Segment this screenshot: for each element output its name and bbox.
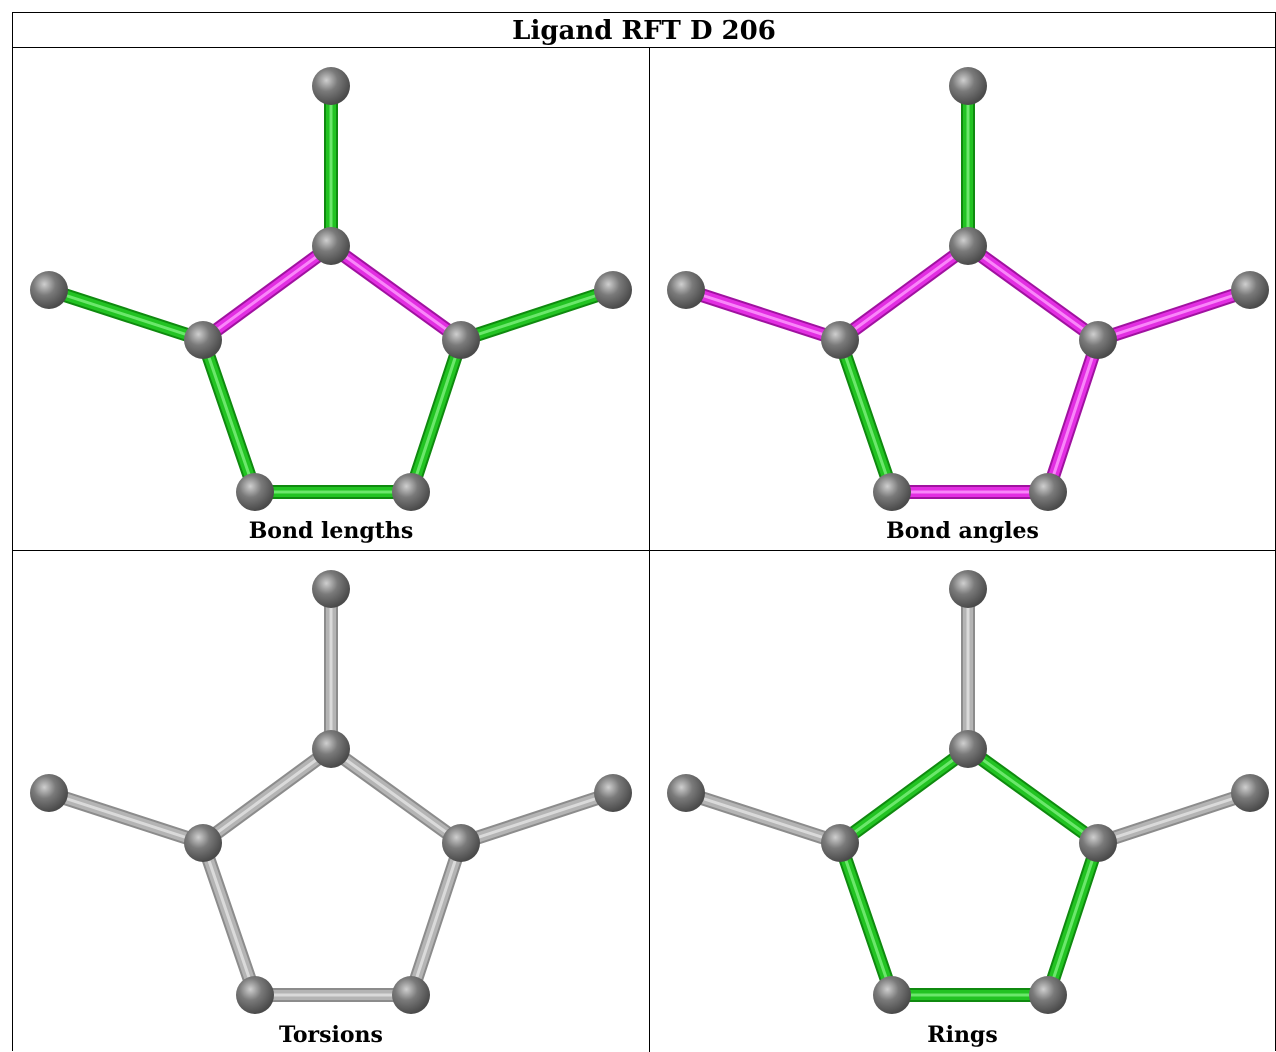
atom xyxy=(594,774,632,812)
figure-title: Ligand RFT D 206 xyxy=(13,13,1275,48)
atom xyxy=(30,774,68,812)
bond-grey xyxy=(42,786,210,850)
panel-caption: Bond angles xyxy=(886,518,1039,544)
bond-green xyxy=(42,283,210,347)
atom xyxy=(873,473,911,511)
atom xyxy=(184,824,222,862)
bond-grey xyxy=(196,742,338,850)
panel-rings: Rings xyxy=(650,551,1275,1052)
bond-magenta xyxy=(196,239,338,347)
atom xyxy=(312,570,350,608)
atom xyxy=(1029,976,1067,1014)
panel-caption: Rings xyxy=(927,1022,998,1048)
bond-green xyxy=(454,283,620,347)
atom xyxy=(1079,824,1117,862)
molecule-diagram xyxy=(30,570,632,1014)
atom xyxy=(594,271,632,309)
atom xyxy=(236,976,274,1014)
bond-magenta xyxy=(961,239,1105,347)
molecule-diagram xyxy=(667,67,1269,511)
atom xyxy=(1231,271,1269,309)
atom xyxy=(312,227,350,265)
panel-bond-lengths: Bond lengths xyxy=(13,48,650,551)
atom xyxy=(442,321,480,359)
atom xyxy=(184,321,222,359)
atom xyxy=(1231,774,1269,812)
atom xyxy=(1029,473,1067,511)
molecule-diagram xyxy=(667,570,1269,1014)
panel-torsions: Torsions xyxy=(13,551,650,1052)
bond-grey xyxy=(196,836,262,1002)
bond-magenta xyxy=(1091,283,1257,347)
atom xyxy=(873,976,911,1014)
atom xyxy=(949,730,987,768)
atom xyxy=(667,774,705,812)
bond-grey xyxy=(454,786,620,850)
bond-green xyxy=(1041,836,1105,1002)
bond-grey xyxy=(679,786,847,850)
atom xyxy=(821,321,859,359)
atom xyxy=(442,824,480,862)
atom xyxy=(30,271,68,309)
atom xyxy=(949,570,987,608)
atom xyxy=(949,67,987,105)
atom xyxy=(312,730,350,768)
bond-green xyxy=(833,742,975,850)
figure-grid: Ligand RFT D 206 Bond lengths Bond angle… xyxy=(12,12,1276,1052)
panel-caption: Torsions xyxy=(279,1022,383,1048)
panel-caption: Bond lengths xyxy=(248,518,414,544)
bond-magenta xyxy=(679,283,847,347)
bond-grey xyxy=(1091,786,1257,850)
bond-grey xyxy=(324,742,468,850)
bond-magenta xyxy=(1041,333,1105,499)
bond-green xyxy=(833,836,899,1002)
bond-green xyxy=(404,333,468,499)
atom xyxy=(821,824,859,862)
bond-magenta xyxy=(833,239,975,347)
panel-bond-angles: Bond angles xyxy=(650,48,1275,551)
atom xyxy=(667,271,705,309)
bond-green xyxy=(833,333,899,499)
bond-magenta xyxy=(324,239,468,347)
atom xyxy=(312,67,350,105)
atom xyxy=(236,473,274,511)
bond-grey xyxy=(404,836,468,1002)
atom xyxy=(392,473,430,511)
atom xyxy=(1079,321,1117,359)
bond-green xyxy=(196,333,262,499)
molecule-diagram xyxy=(30,67,632,511)
bond-green xyxy=(961,742,1105,850)
atom xyxy=(392,976,430,1014)
atom xyxy=(949,227,987,265)
